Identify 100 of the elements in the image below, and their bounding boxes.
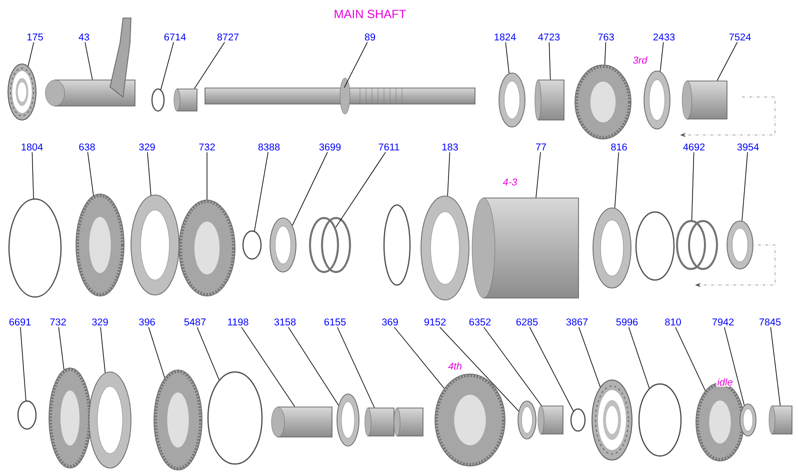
washer-drawing [336,394,360,446]
gear-label: idle [716,377,734,387]
leader-line [440,326,519,412]
part-number: 810 [665,318,681,326]
leader-line [206,152,208,200]
gear-label: 3rd [632,55,648,65]
leader-line [447,152,450,196]
leader-line [241,326,296,407]
washer-drawing [518,400,536,440]
part-number: 6714 [164,33,186,41]
washer-drawing [130,194,180,296]
snap-ring-drawing [17,400,37,430]
part-number: 816 [611,143,627,151]
leader-line [194,42,225,89]
gear-drawing [48,368,92,468]
leader-line [742,152,748,222]
gear-label: 4-3 [502,177,518,187]
part-number: 4723 [538,33,560,41]
sleeve-drawing [538,406,564,434]
ball-bearing-drawing [592,380,632,460]
washer-drawing [644,70,670,130]
leader-line [548,42,551,80]
part-number: 638 [79,143,95,151]
leader-line [292,152,328,226]
washer-drawing [726,220,754,270]
part-number: 7845 [759,318,781,326]
snap-ring-drawing [638,383,682,457]
sleeve-drawing [472,198,579,298]
leader-line [335,152,386,228]
leader-line [660,42,664,72]
part-number: 6285 [516,318,538,326]
gear-label: 4th [447,361,463,371]
part-number: 2433 [653,33,675,41]
leader-line [28,42,34,67]
sleeve-drawing [174,88,198,112]
wave-spring-drawing [676,220,718,270]
leader-line [614,152,619,208]
part-number: 369 [382,318,398,326]
gear-drawing [154,370,202,470]
leader-line [84,42,93,80]
part-number: 329 [92,318,108,326]
sleeve-drawing [364,408,394,436]
wave-spring-drawing [309,217,351,273]
leader-line [160,42,174,90]
snap-ring-drawing [8,198,62,298]
part-number: 183 [442,143,458,151]
part-number: 3699 [319,143,341,151]
part-number: 1804 [22,143,43,151]
leader-line [394,326,444,389]
part-number: 3158 [274,318,296,326]
part-number: 732 [50,318,66,326]
part-number: 175 [27,34,43,40]
leader-line [483,326,542,406]
washer-drawing [740,404,756,436]
part-number: 5487 [184,318,206,326]
leader-line [254,152,268,232]
leader-line [87,152,94,196]
snap-ring-drawing [151,88,165,112]
part-number: 1198 [228,318,248,326]
snap-ring-drawing [635,211,675,281]
washer-drawing [498,72,526,128]
washer-drawing [88,372,132,468]
part-number: 8388 [258,143,280,151]
part-number: 89 [364,33,376,41]
leader-line [196,326,220,380]
part-number: 396 [139,318,155,326]
leader-line [536,152,541,198]
leader-line [724,326,745,406]
snap-ring-drawing [570,408,586,432]
part-number: 43 [78,33,90,41]
part-number: 763 [598,33,614,41]
leader-line [529,326,574,412]
leader-line [716,42,738,81]
snap-ring-drawing [207,371,263,465]
sleeve-drawing [534,80,564,120]
part-number: 4692 [683,143,705,151]
leader-line [604,42,606,66]
part-number: 8727 [217,33,239,41]
washer-drawing [592,208,632,288]
leader-line [770,326,781,406]
part-number: 7524 [729,33,751,41]
sleeve-drawing [394,408,424,436]
shaft-drawing [204,78,476,114]
part-number: 3867 [566,318,588,326]
sleeve-drawing [45,80,136,106]
gear-drawing [178,200,236,296]
snap-ring-drawing [383,204,411,286]
gear-drawing [76,194,124,296]
part-number: 329 [139,143,155,151]
leader-line [100,326,106,374]
leader-line [20,326,26,401]
leader-line [32,152,34,199]
part-number: 3954 [737,143,759,151]
part-number: 1824 [494,33,516,41]
sleeve-drawing [271,406,332,438]
part-number: 6691 [9,318,31,326]
washer-drawing [420,196,470,300]
sleeve-drawing [682,80,728,120]
part-number: 9152 [424,318,446,326]
leader-line [578,326,601,388]
